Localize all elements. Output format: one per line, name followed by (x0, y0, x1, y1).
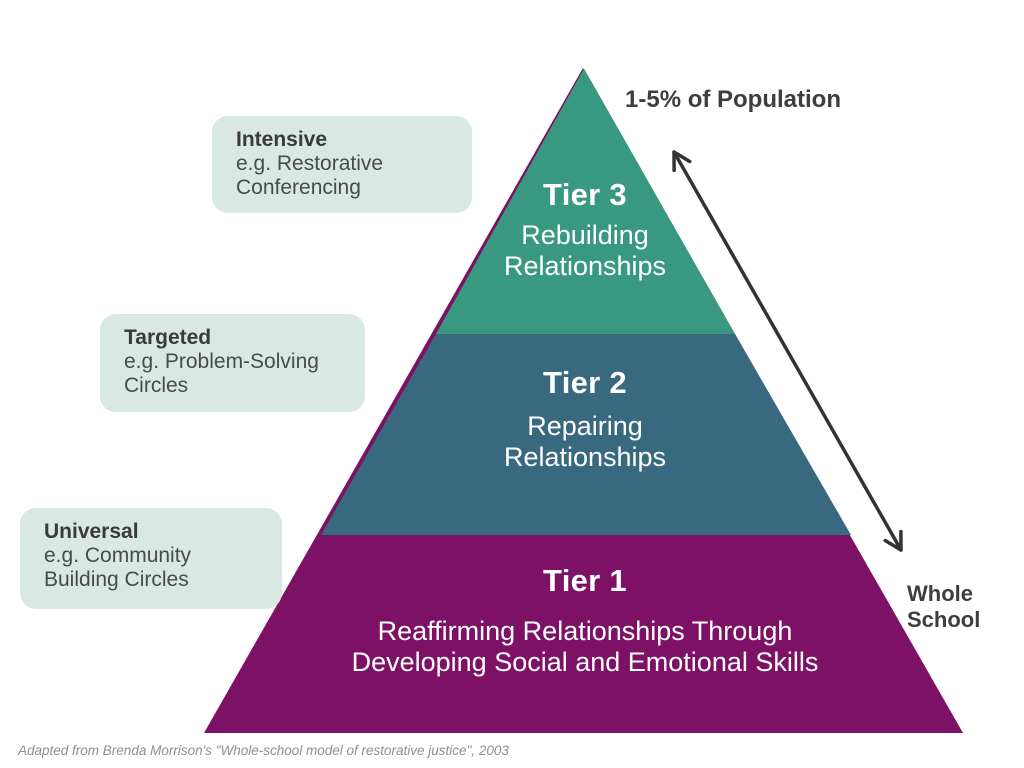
tier1-title: Tier 1 (543, 563, 627, 598)
callout-universal-title: Universal (44, 520, 139, 543)
source-attribution: Adapted from Brenda Morrison's "Whole-sc… (18, 743, 509, 758)
tier3-description-line1: Rebuilding (521, 220, 649, 250)
tier1-description-line2: Developing Social and Emotional Skills (351, 647, 819, 677)
tier1-description-line1: Reaffirming Relationships Through (377, 616, 793, 646)
tier2-title: Tier 2 (543, 365, 627, 400)
callout-intensive-line1: e.g. Restorative (236, 152, 384, 175)
tier2-description-line1: Repairing (527, 411, 643, 441)
tier1-description: Reaffirming Relationships Through Develo… (295, 616, 875, 678)
population-range-arrow-icon (672, 150, 903, 552)
callout-intensive-title: Intensive (236, 128, 328, 151)
callout-targeted: Targeted e.g. Problem-Solving Circles (100, 314, 365, 412)
callout-universal-line1: e.g. Community (44, 544, 192, 567)
tier2-description-line2: Relationships (503, 442, 667, 472)
tier3-description-line2: Relationships (503, 251, 667, 281)
callout-targeted-title: Targeted (124, 326, 212, 349)
callout-intensive-line2: Conferencing (236, 176, 361, 199)
callout-targeted-line1: e.g. Problem-Solving (124, 350, 319, 373)
whole-school-label-line1: Whole (907, 581, 973, 606)
whole-school-label: Whole School (907, 581, 980, 633)
tier2-description: Repairing Relationships (410, 411, 760, 473)
callout-universal: Universal e.g. Community Building Circle… (20, 508, 282, 609)
tier3-title: Tier 3 (543, 177, 627, 212)
population-percentage-label: 1-5% of Population (625, 86, 841, 113)
whole-school-label-line2: School (907, 607, 981, 632)
callout-targeted-line2: Circles (124, 374, 189, 397)
callout-intensive: Intensive e.g. Restorative Conferencing (212, 116, 472, 213)
tier3-description: Rebuilding Relationships (435, 220, 735, 282)
tier3-shape (436, 68, 735, 334)
callout-universal-line2: Building Circles (44, 568, 189, 591)
